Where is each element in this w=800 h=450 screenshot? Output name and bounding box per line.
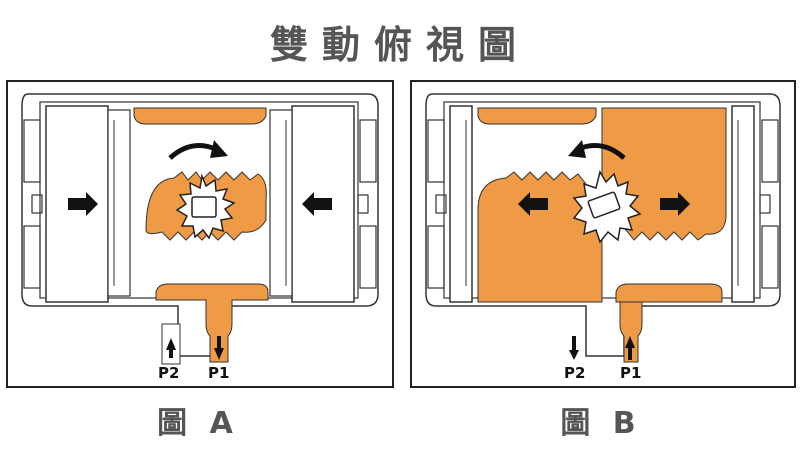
panel-b-right-push-arrow: [660, 192, 690, 216]
panel-b-port-p2: [569, 336, 579, 360]
panel-a-left-lugs: [23, 119, 43, 289]
panel-b-port-p1: [625, 336, 635, 360]
panel-b-left-piston-rack: [449, 105, 473, 303]
panel-a-rotation-arrowhead: [210, 140, 228, 158]
panel-a-port-p2: [161, 323, 181, 365]
panel-a-p1-label: P1: [208, 364, 229, 382]
panel-b-left-lugs: [427, 119, 447, 289]
panel-b-right-lugs: [759, 119, 779, 289]
panel-b-pinion-flat: [587, 191, 621, 219]
panel-a-port-p1: [214, 336, 224, 360]
panel-a-fluid-top: [133, 107, 267, 125]
panel-b-caption: 圖 B: [560, 406, 642, 441]
panel-a-p2-label: P2: [158, 364, 179, 382]
panel-b-fluid-bottom: [615, 283, 723, 303]
panel-b-fluid-right: [601, 107, 727, 241]
panel-a-right-lugs: [357, 119, 377, 289]
diagram-panel-a: P2 P1: [6, 80, 394, 388]
panel-b-fluid-left: [477, 171, 603, 303]
panel-a-left-push-arrow: [68, 192, 98, 216]
panel-a-pinion-flat: [191, 196, 217, 218]
diagram-panel-b: P2 P1: [410, 80, 796, 388]
panel-b-fluid-top: [477, 107, 597, 125]
panel-a-fluid-bottom: [155, 283, 269, 363]
panel-b-p1-label: P1: [620, 364, 641, 382]
panel-a-right-push-arrow: [302, 192, 332, 216]
panel-a-right-piston-rack: [269, 109, 293, 297]
panel-a-left-piston-rack: [107, 109, 131, 297]
panel-b-right-piston-rack: [731, 105, 755, 303]
panel-b-left-push-arrow: [518, 192, 548, 216]
panel-b-p2-label: P2: [564, 364, 585, 382]
panel-a-caption: 圖 A: [157, 406, 239, 441]
panel-b-rotation-arrowhead: [568, 140, 586, 158]
page-title: 雙動俯視圖: [269, 23, 530, 67]
